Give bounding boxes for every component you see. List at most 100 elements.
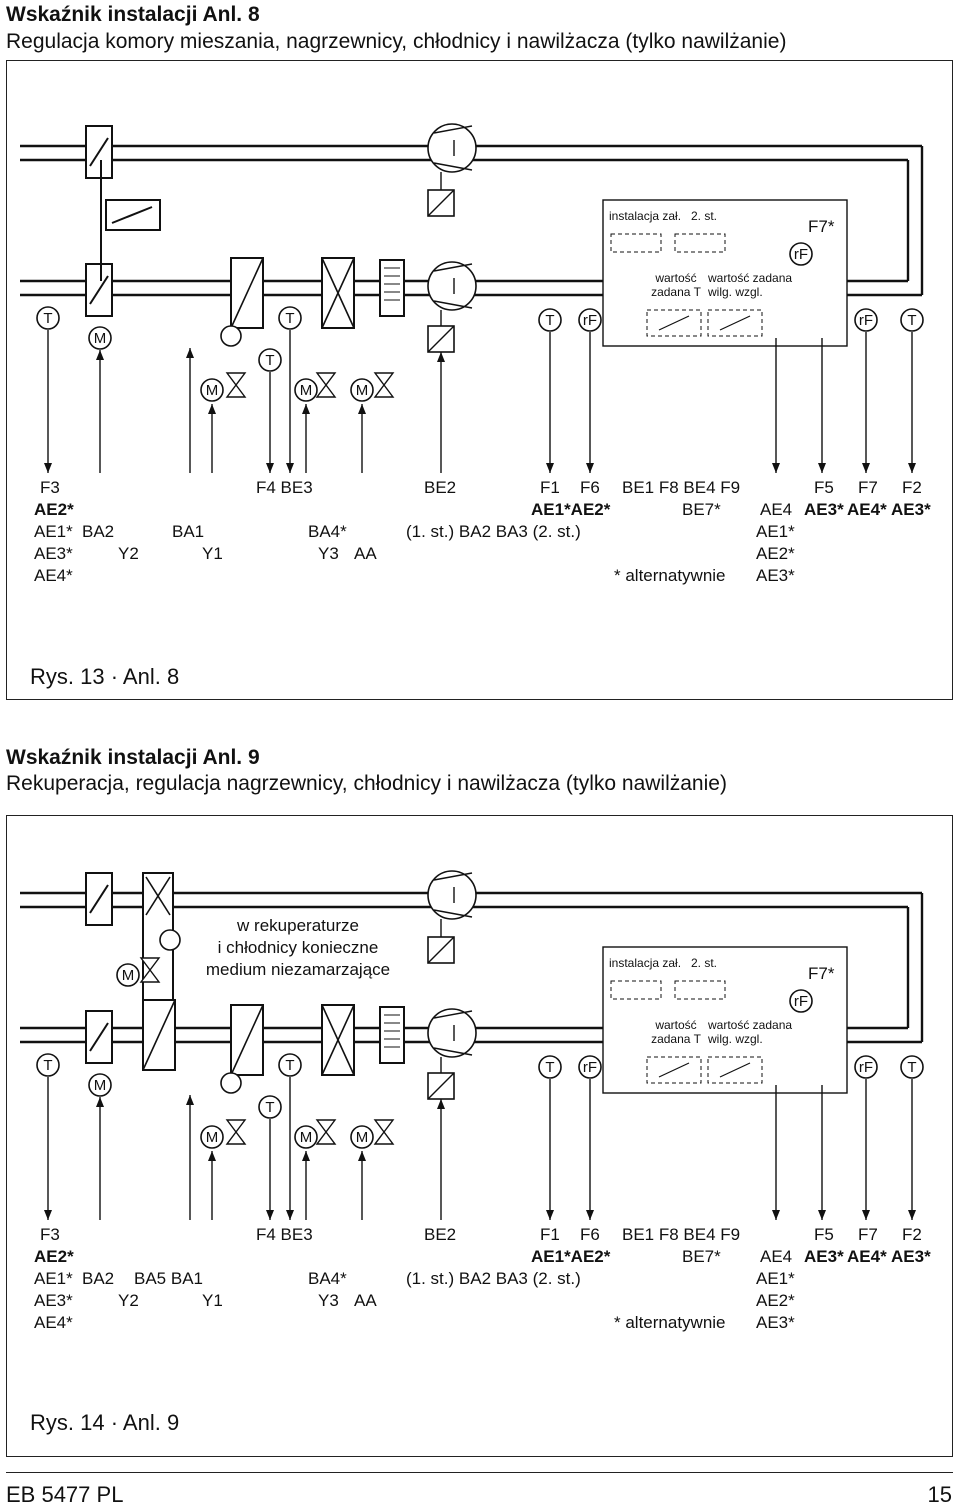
cooler-valve (315, 1119, 337, 1145)
cooler-valve-motor (294, 378, 318, 402)
t-col3-0: BA5 BA1 (134, 1269, 203, 1288)
return-fan-blade2 (433, 300, 473, 309)
sensor-frost-temp (258, 348, 282, 372)
t-col5-0: BA4* (308, 522, 347, 541)
wire-L-head (772, 1210, 780, 1220)
t-col10-0: F5 (814, 478, 834, 497)
setpoint-t-l1: wartość (654, 271, 696, 285)
cooler-coil-diag2 (321, 257, 355, 329)
heater-valve-motor (200, 378, 224, 402)
humidifier-valve-motor (350, 1125, 374, 1149)
t-col7-1: F6 (580, 478, 600, 497)
note-box-line-0: w rekuperaturze (236, 916, 359, 935)
t-col5-1: Y3 (318, 1291, 339, 1310)
supply-fan (427, 870, 477, 920)
switch-2 (674, 233, 726, 253)
t-col6-0: BE2 (424, 1225, 456, 1244)
sensor-outdoor-temp-label: T (43, 1057, 52, 1074)
damper-motor-label: M (94, 1077, 107, 1094)
panel-rf-label: rF (794, 993, 808, 1010)
supply-fan-blade2 (433, 162, 473, 171)
t-col3-1: Y1 (202, 1291, 223, 1310)
return-fan-blade2 (433, 1047, 473, 1056)
wire-return-hum-head (862, 463, 870, 473)
panel-f7: F7* (808, 217, 835, 236)
damper-motor (88, 1073, 112, 1097)
cooler-coil-diag2 (321, 1004, 355, 1076)
sensor-return-humidity (854, 308, 878, 332)
heater-valve-motor-label: M (206, 1129, 219, 1146)
wire-heater-valve-head (208, 404, 216, 414)
t-col1-3: AE3* (34, 1291, 73, 1310)
wire-return-temp-head (818, 463, 826, 473)
sensor-exhaust-temp-label: T (907, 1059, 916, 1076)
wire-exhaust-temp-head (908, 1210, 916, 1220)
setpoint-h-pot (719, 1062, 751, 1078)
recovery-motor-label: M (122, 967, 135, 984)
cooler-valve (315, 372, 337, 398)
t-col5-2: AA (354, 544, 377, 563)
wire-cooler-head (302, 404, 310, 414)
wire-exhaust-temp-head (908, 463, 916, 473)
wire-heater-valve-head (208, 1151, 216, 1161)
switch-1 (610, 980, 662, 1000)
note-box-line-2: medium niezamarzające (206, 960, 390, 979)
sensor-room-humidity-label: rF (583, 1059, 597, 1076)
fig2-subheading: Rekuperacja, regulacja nagrzewnicy, chło… (6, 772, 727, 795)
wire-supply-temp-head (286, 463, 294, 473)
t-col6-1: (1. st.) BA2 BA3 (2. st.) (406, 1269, 581, 1288)
fig2-caption: Rys. 14 · Anl. 9 (30, 1410, 180, 1435)
fig1-subheading: Regulacja komory mieszania, nagrzewnicy,… (6, 30, 787, 53)
fig1-heading: Wskaźnik instalacji Anl. 8 (6, 3, 260, 26)
mixing-damper-blade (111, 206, 153, 224)
heater-coil-diag (230, 257, 264, 329)
recovery-pump (159, 929, 181, 951)
t-col7-2: AE1*AE2* (531, 500, 611, 519)
outdoor-damper-blade (89, 137, 109, 167)
wire-room-hum-head (586, 463, 594, 473)
sensor-outdoor-temp (36, 306, 60, 330)
t-col9-2: AE2* (756, 1291, 795, 1310)
recovery-valve (139, 957, 161, 983)
supply-fan-drive-diag (427, 936, 455, 964)
return-fan (427, 261, 477, 311)
sensor-room-temp-label: T (545, 1059, 554, 1076)
sensor-room-humidity-label: rF (583, 312, 597, 329)
setpoint-h-l2: wilg. wzgl. (707, 1032, 763, 1046)
humidifier-valve-motor-label: M (356, 382, 369, 399)
damper-motor (88, 326, 112, 350)
sensor-room-temp (538, 1055, 562, 1079)
t-col7-2: AE1*AE2* (531, 1247, 611, 1266)
t-col2-0: BA2 (82, 1269, 114, 1288)
heater-pump (220, 325, 242, 347)
t-col1-3: AE3* (34, 544, 73, 563)
wire-frost-head (266, 1210, 274, 1220)
t-col1-4: AE4* (34, 566, 73, 585)
damper-motor-label: M (94, 330, 107, 347)
t-note: * alternatywnie (614, 1313, 726, 1332)
note-box-line-1: i chłodnicy konieczne (218, 938, 379, 957)
t-col6-0: BE2 (424, 478, 456, 497)
wire-fan-head (437, 1099, 445, 1109)
sensor-room-temp (538, 308, 562, 332)
panel-rf (789, 989, 813, 1013)
wire-cooler-head (302, 1151, 310, 1161)
t-col4-0: F4 BE3 (256, 1225, 313, 1244)
footer-page-number: 15 (927, 1482, 952, 1507)
t-col1-2: AE1* (34, 522, 73, 541)
t-col10-5: AE3* (891, 1247, 931, 1266)
sensor-return-humidity-label: rF (859, 312, 873, 329)
t-col2-1: Y2 (118, 1291, 139, 1310)
t-col5-0: BA4* (308, 1269, 347, 1288)
wire-humid-head (358, 404, 366, 414)
wire-humid-head (358, 1151, 366, 1161)
t-col8-1: BE7* (682, 500, 721, 519)
sensor-frost-temp-label: T (265, 1099, 274, 1116)
t-col8-0: BE1 F8 BE4 F9 (622, 478, 740, 497)
switch-2 (674, 980, 726, 1000)
wire-outdoor-temp-head (44, 463, 52, 473)
sensor-frost-temp (258, 1095, 282, 1119)
setpoint-t-l2: zadana T (651, 285, 701, 299)
setpoint-t-box (646, 1056, 702, 1084)
setpoint-t-l1: wartość (654, 1018, 696, 1032)
